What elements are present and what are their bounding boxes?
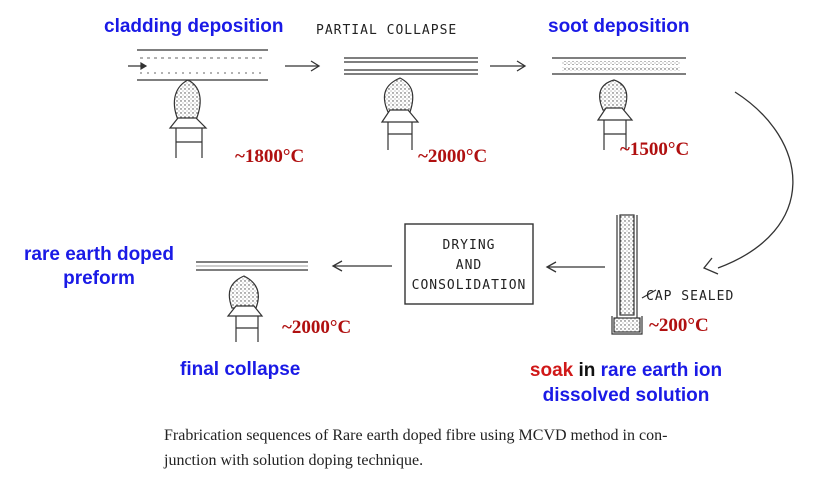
cladding-burner bbox=[168, 79, 208, 158]
soot-tube bbox=[552, 57, 686, 75]
soot-temp: ~1500°C bbox=[620, 139, 690, 160]
caption-line-2: junction with solution doping technique. bbox=[164, 452, 424, 469]
soak-rod bbox=[611, 214, 657, 335]
soak-word: soak bbox=[529, 360, 574, 381]
drying-line-2: AND bbox=[455, 258, 483, 273]
cladding-temp: ~1800°C bbox=[235, 146, 305, 167]
cladding-tube bbox=[128, 49, 268, 81]
drying-line-3: CONSOLIDATION bbox=[411, 278, 527, 293]
figure-caption: Frabrication sequences of Rare earth dop… bbox=[164, 423, 804, 473]
soot-burner bbox=[596, 79, 634, 150]
drying-box bbox=[404, 223, 534, 305]
partial-temp: ~2000°C bbox=[418, 146, 488, 167]
final-collapse-label: final collapse bbox=[180, 359, 301, 380]
arrow-2-head bbox=[516, 60, 527, 72]
cladding-deposition-label: cladding deposition bbox=[104, 16, 284, 37]
arrow-4-head bbox=[331, 260, 343, 272]
final-burner bbox=[226, 275, 264, 342]
soak-label-line-2: dissolved solution bbox=[542, 385, 710, 406]
drying-line-1: DRYING bbox=[442, 238, 496, 253]
caption-line-1: Frabrication sequences of Rare earth dop… bbox=[164, 427, 668, 444]
rare-earth-ion-words: rare earth ion bbox=[600, 360, 723, 381]
arrow-3-head bbox=[545, 261, 557, 273]
cap-sealed-label: CAP SEALED bbox=[646, 289, 735, 304]
curved-arrow bbox=[717, 91, 794, 269]
preform-line-1: rare earth doped bbox=[24, 244, 174, 265]
rare-earth-preform-label: rare earth doped preform bbox=[8, 243, 190, 291]
soak-label-line-1: soak in rare earth ion bbox=[520, 358, 732, 383]
final-rod bbox=[196, 261, 308, 271]
final-temp: ~2000°C bbox=[282, 317, 352, 338]
partial-collapse-label: PARTIAL COLLAPSE bbox=[316, 23, 458, 38]
preform-line-2: preform bbox=[63, 268, 135, 289]
partial-collapse-tube bbox=[344, 57, 478, 75]
arrow-1-head bbox=[310, 60, 321, 72]
partial-burner bbox=[380, 77, 420, 150]
soak-label: soak in rare earth ion dissolved solutio… bbox=[520, 358, 732, 408]
soak-temp: ~200°C bbox=[649, 315, 709, 336]
in-word: in bbox=[578, 360, 596, 381]
curved-arrow-head bbox=[702, 257, 719, 275]
soot-deposition-label: soot deposition bbox=[548, 16, 690, 37]
drying-box-text: DRYING AND CONSOLIDATION bbox=[405, 236, 533, 296]
